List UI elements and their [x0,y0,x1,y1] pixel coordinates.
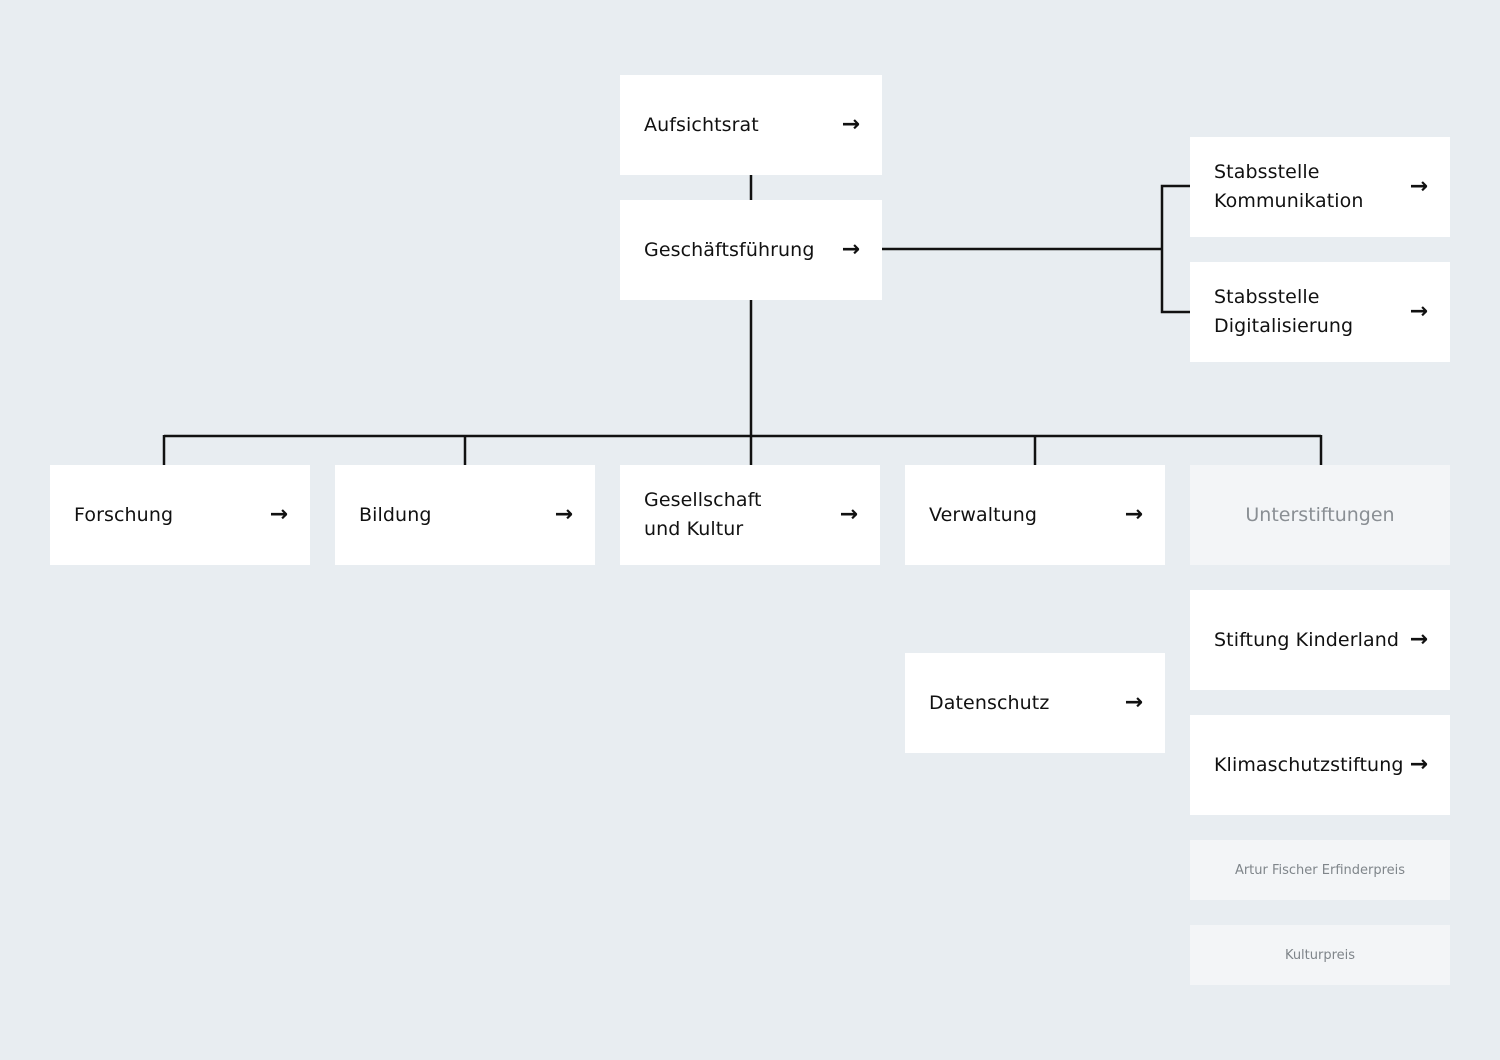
unterstiftungen-header: Unterstiftungen [1190,465,1450,565]
geschaeftsfuehrung-label: Geschäftsführung [644,238,815,261]
erfinderpreis-box: Artur Fischer Erfinderpreis [1190,840,1450,900]
stiftung-kinderland-label: Stiftung Kinderland [1214,628,1400,651]
stiftung-kinderland-box[interactable]: Stiftung Kinderland → [1190,590,1450,690]
arrow-right-icon: → [1124,690,1143,715]
bildung-label: Bildung [359,503,432,526]
arrow-right-icon: → [269,502,288,527]
erfinderpreis-label: Artur Fischer Erfinderpreis [1234,862,1406,878]
geschaeftsfuehrung-box[interactable]: Geschäftsführung → [620,200,882,300]
stabsstelle-kommunikation-label: Stabsstelle Kommunikation [1214,161,1364,212]
arrow-right-icon: → [1409,299,1428,324]
arrow-right-icon: → [841,237,860,262]
forschung-label: Forschung [74,503,174,526]
forschung-box[interactable]: Forschung → [50,465,310,565]
arrow-right-icon: → [1409,174,1428,199]
klimaschutzstiftung-box[interactable]: Klimaschutzstiftung → [1190,715,1450,815]
arrow-right-icon: → [1124,502,1143,527]
gesellschaft-und-kultur-label: Gesellschaft und Kultur [644,489,762,540]
aufsichtsrat-box[interactable]: Aufsichtsrat → [620,75,882,175]
bildung-box[interactable]: Bildung → [335,465,595,565]
stabsstelle-digitalisierung-label: Stabsstelle Digitalisierung [1214,286,1354,337]
arrow-right-icon: → [839,502,858,527]
kulturpreis-label: Kulturpreis [1284,947,1356,963]
stabsstelle-digitalisierung-box[interactable]: Stabsstelle Digitalisierung → [1190,262,1450,362]
klimaschutzstiftung-label: Klimaschutzstiftung [1214,753,1404,776]
arrow-right-icon: → [841,112,860,137]
verwaltung-box[interactable]: Verwaltung → [905,465,1165,565]
verwaltung-label: Verwaltung [929,503,1038,526]
arrow-right-icon: → [1409,752,1428,777]
aufsichtsrat-label: Aufsichtsrat [644,113,759,136]
stabsstelle-kommunikation-box[interactable]: Stabsstelle Kommunikation → [1190,137,1450,237]
datenschutz-label: Datenschutz [929,691,1050,714]
gesellschaft-und-kultur-box[interactable]: Gesellschaft und Kultur → [620,465,880,565]
arrow-right-icon: → [554,502,573,527]
kulturpreis-box: Kulturpreis [1190,925,1450,985]
unterstiftungen-label: Unterstiftungen [1245,504,1395,526]
arrow-right-icon: → [1409,627,1428,652]
datenschutz-box[interactable]: Datenschutz → [905,653,1165,753]
